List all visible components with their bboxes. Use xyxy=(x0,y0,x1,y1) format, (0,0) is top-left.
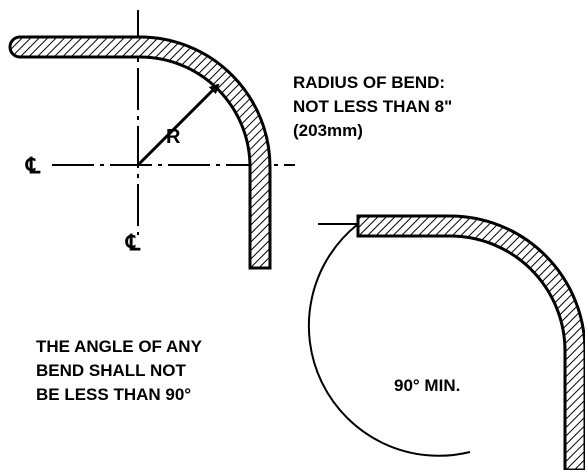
radius-arrow xyxy=(136,83,220,167)
angle-note-line2: BEND SHALL NOT xyxy=(36,361,186,380)
lower-bend-group: 90° MIN. THE ANGLE OF ANY BEND SHALL NOT… xyxy=(36,214,585,470)
centerline-symbol-left: ℄ xyxy=(25,153,41,178)
radius-label: R xyxy=(166,126,181,148)
angle-label: 90° MIN. xyxy=(394,376,460,395)
angle-note-line1: THE ANGLE OF ANY xyxy=(36,337,203,356)
angle-note-line3: BE LESS THAN 90° xyxy=(36,385,191,404)
bent-bar-lower xyxy=(356,214,585,470)
angle-arc xyxy=(307,223,471,457)
upper-bend-group: R ℄ ℄ RADIUS OF BEND: NOT LESS THAN 8" (… xyxy=(8,10,452,270)
bent-bar-upper xyxy=(8,35,272,270)
radius-note-line1: RADIUS OF BEND: xyxy=(293,73,445,92)
radius-note-line2: NOT LESS THAN 8" xyxy=(293,97,452,116)
centerline-symbol-bottom: ℄ xyxy=(125,230,141,255)
radius-note-line3: (203mm) xyxy=(293,121,363,140)
